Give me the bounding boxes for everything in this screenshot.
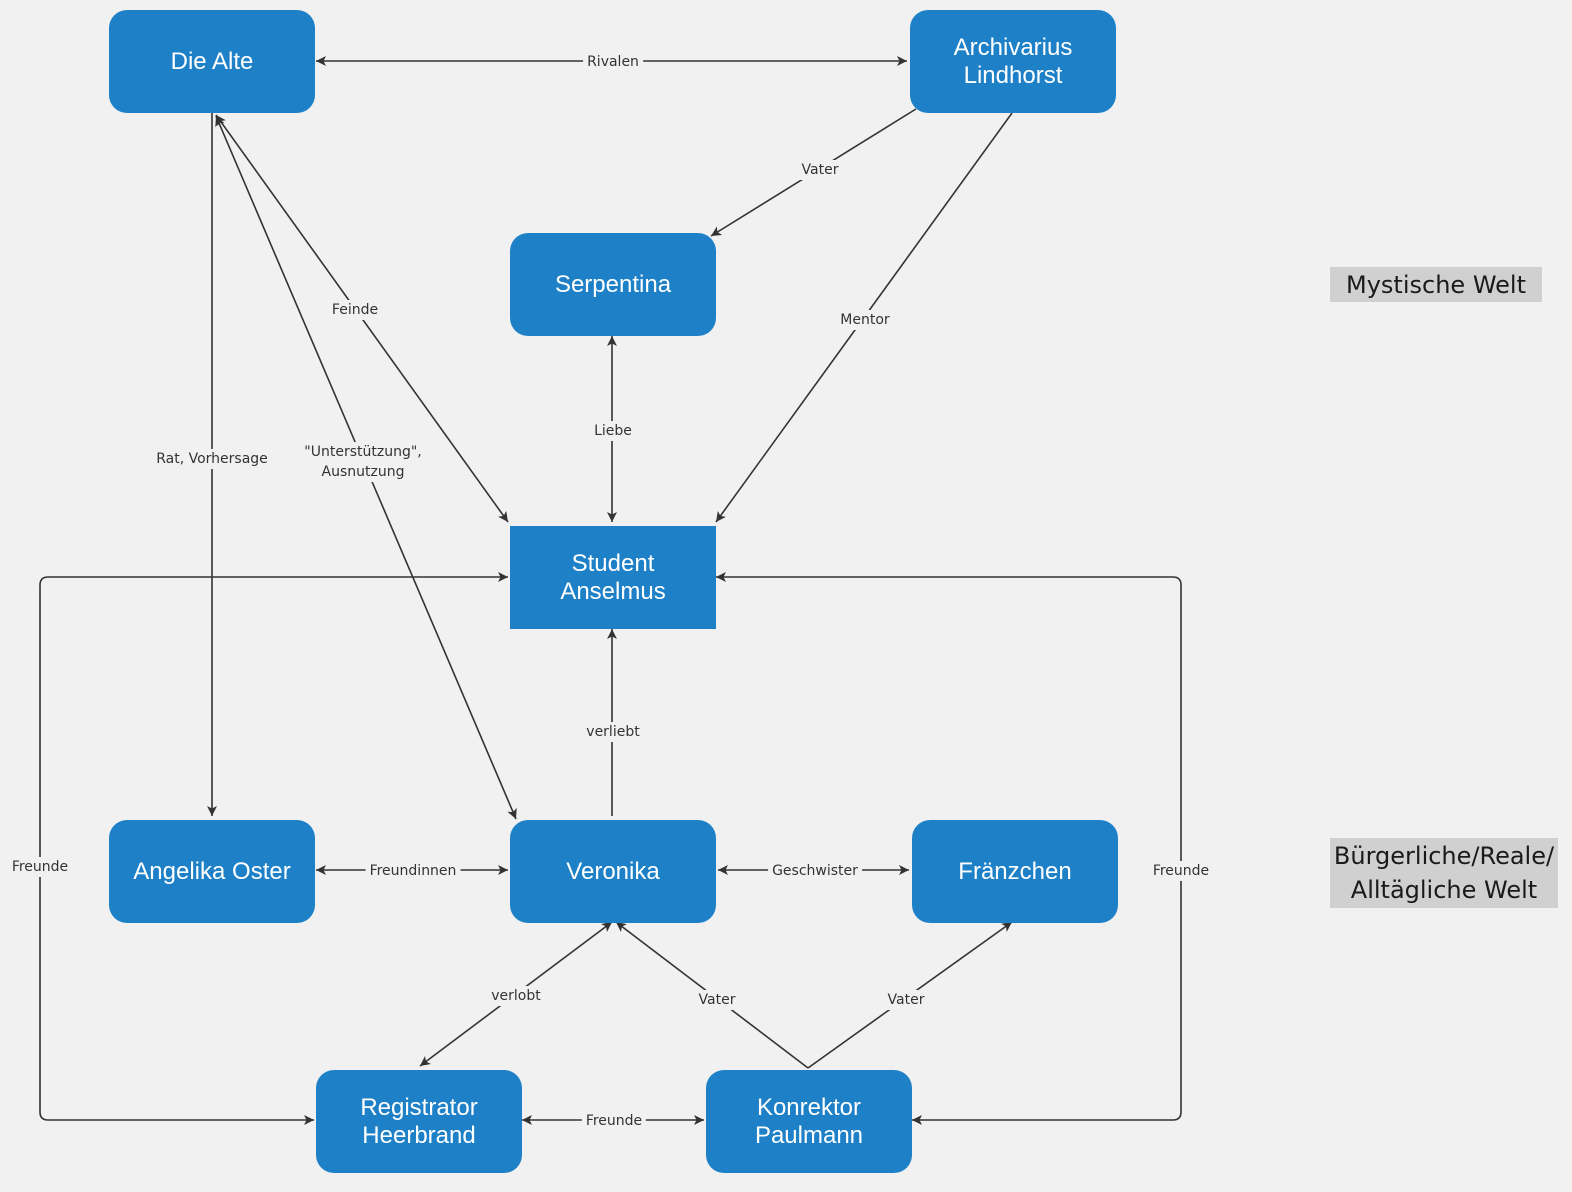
node-student-anselmus[interactable]: Student Anselmus [510, 526, 716, 629]
region-label-buergerlich: Bürgerliche/Reale/ Alltägliche Welt [1330, 838, 1558, 908]
edge-label-freunde-left: Freunde [7, 857, 73, 877]
edge-label-unterstuetzung: "Unterstützung", Ausnutzung [300, 442, 426, 482]
edge-freunde-left [39, 572, 508, 1125]
edge-label-freunde-right: Freunde [1148, 861, 1214, 881]
node-serpentina[interactable]: Serpentina [510, 233, 716, 336]
region-label-mystic: Mystische Welt [1330, 267, 1542, 302]
edge-label-liebe: Liebe [590, 421, 636, 441]
edge-label-freunde-mid: Freunde [581, 1111, 647, 1131]
edge-label-geschwister: Geschwister [768, 861, 862, 881]
node-registrator-heerbrand[interactable]: Registrator Heerbrand [316, 1070, 522, 1173]
node-veronika[interactable]: Veronika [510, 820, 716, 923]
edge-label-mentor: Mentor [836, 310, 894, 330]
edge-label-vater-serpentina: Vater [797, 160, 843, 180]
edge-label-freundinnen: Freundinnen [365, 861, 461, 881]
edge-label-rat: Rat, Vorhersage [152, 449, 272, 469]
node-angelika-oster[interactable]: Angelika Oster [109, 820, 315, 923]
edge-label-feinde: Feinde [327, 300, 383, 320]
node-die-alte[interactable]: Die Alte [109, 10, 315, 113]
node-fraenzchen[interactable]: Fränzchen [912, 820, 1118, 923]
edge-label-verliebt: verliebt [582, 722, 644, 742]
edge-label-rivalen: Rivalen [583, 52, 643, 72]
node-archivarius-lindhorst[interactable]: Archivarius Lindhorst [910, 10, 1116, 113]
edge-label-vater-veronika: Vater [694, 990, 740, 1010]
edge-label-verlobt: verlobt [487, 986, 545, 1006]
edge-freunde-right [716, 572, 1182, 1125]
node-konrektor-paulmann[interactable]: Konrektor Paulmann [706, 1070, 912, 1173]
edge-label-vater-fraenzchen: Vater [883, 990, 929, 1010]
